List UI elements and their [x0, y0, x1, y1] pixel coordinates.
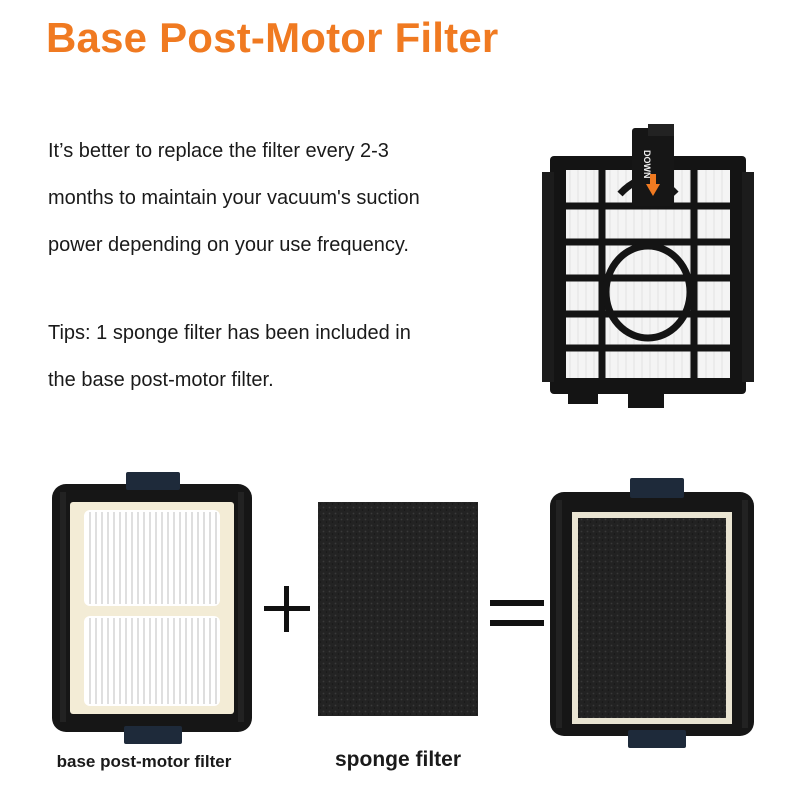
description-text: It’s better to replace the filter every … [48, 128, 518, 269]
base-filter-image [52, 472, 252, 744]
sponge-filter-image [318, 502, 478, 716]
description-line: It’s better to replace the filter every … [48, 140, 389, 162]
filter-tab-label: DOWN [642, 150, 652, 179]
tips-line: the base post-motor filter. [48, 369, 274, 391]
assembled-filter-image: DOWN [542, 124, 754, 408]
plus-icon [264, 586, 310, 632]
tips-text: Tips: 1 sponge filter has been included … [48, 310, 518, 404]
sponge-filter-caption: sponge filter [334, 748, 461, 771]
page-title: Base Post-Motor Filter [46, 14, 499, 61]
tips-line: Tips: 1 sponge filter has been included … [48, 322, 411, 344]
base-filter-caption: base post-motor filter [56, 752, 232, 771]
combined-filter-image [550, 478, 754, 748]
down-arrow-icon [646, 184, 660, 196]
description-line: power depending on your use frequency. [48, 234, 409, 256]
equals-icon [490, 600, 544, 626]
description-line: months to maintain your vacuum's suction [48, 187, 420, 209]
